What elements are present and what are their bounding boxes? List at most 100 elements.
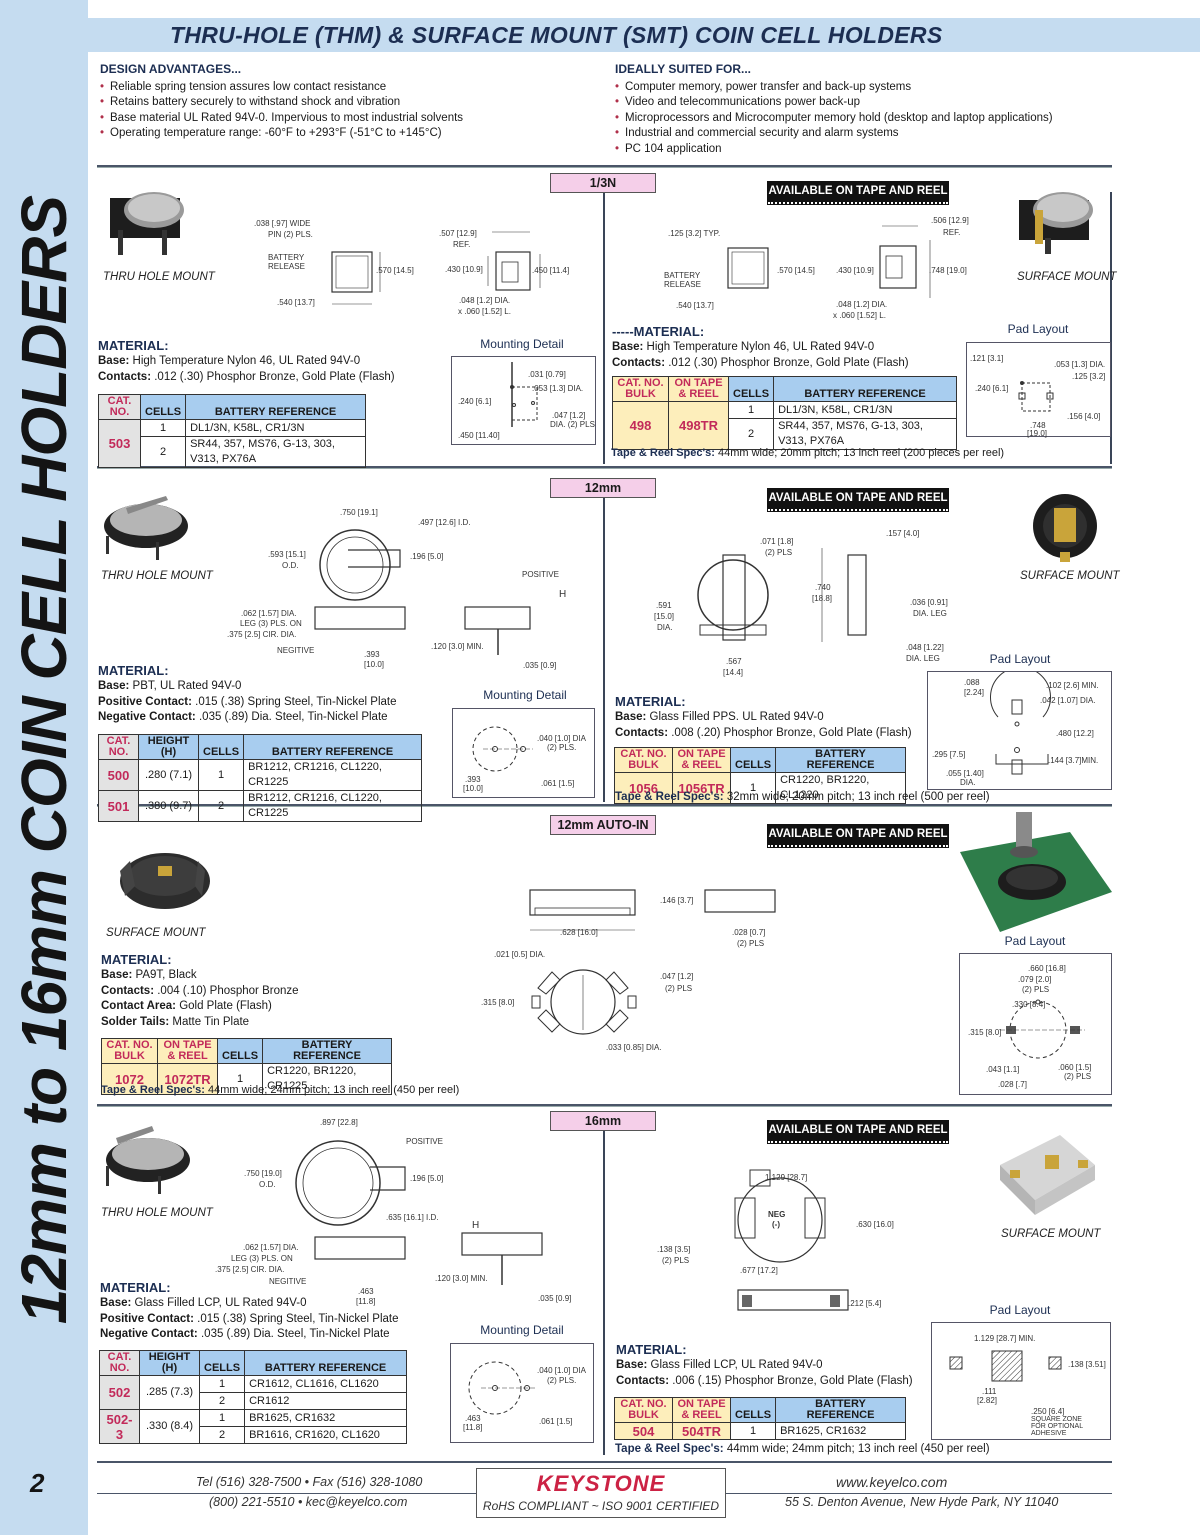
tape-spec-value: 44mm wide; 24mm pitch; 13 inch reel (450…: [207, 1084, 460, 1096]
header-height: HEIGHT (H): [138, 734, 199, 760]
cat-number-bulk: 1056: [614, 772, 673, 804]
solder-tails-value: Matte Tin Plate: [172, 1016, 250, 1029]
dim-label: .677 [17.2]: [740, 1266, 778, 1275]
dim-label: .053 [1.3] DIA.: [1054, 360, 1106, 369]
pad-drawing: [1000, 999, 1085, 1059]
contacts-value: .008 (.20) Phosphor Bronze, Gold Plate (…: [671, 726, 912, 739]
mounting-detail-title: Mounting Detail: [483, 688, 567, 702]
header-cat-no-bulk: CAT. NO. BULK: [612, 376, 669, 402]
dim-label: .120 [3.0] MIN.: [431, 642, 484, 651]
title-banner: [88, 18, 1200, 52]
dim-label: .055 [1.40]: [946, 769, 984, 778]
header-cat-no: CAT. NO.: [99, 1350, 140, 1376]
battery-ref: BR1212, CR1216, CL1220, CR1225: [243, 790, 422, 822]
dim-label: H: [472, 1220, 480, 1231]
dim-label: (2) PLS: [1064, 1072, 1092, 1081]
dim-label: DIA. LEG: [906, 654, 940, 663]
dim-label: .061 [1.5]: [539, 1417, 573, 1426]
ideally-suited-heading: IDEALLY SUITED FOR...: [615, 62, 752, 76]
cells-value: 2: [727, 418, 775, 450]
dim-label: NEGITIVE: [269, 1277, 307, 1286]
positive-contact-value: .015 (.38) Spring Steel, Tin-Nickel Plat…: [197, 1312, 399, 1325]
dim-label: .463: [358, 1287, 374, 1296]
header-cat-no: CAT. NO.: [98, 394, 141, 420]
pad-layout-title: Pad Layout: [989, 1303, 1051, 1317]
height-value: .380 (9.7): [138, 790, 199, 822]
dim-label: .507 [12.9]: [439, 229, 477, 238]
dim-label: .570 [14.5]: [376, 266, 414, 275]
column-divider: [603, 1130, 605, 1455]
dim-label: .138 [3.5]: [657, 1245, 691, 1254]
base-value: Glass Filled LCP, UL Rated 94V-0: [134, 1296, 307, 1309]
dim-label: .028 [.7]: [998, 1080, 1027, 1089]
dim-label: .047 [1.2]: [552, 411, 586, 420]
dim-label: [10.0]: [463, 784, 484, 793]
dim-label: [2.24]: [964, 688, 985, 697]
contacts-label: Contacts:: [616, 1374, 670, 1387]
keystone-logo: KEYSTONE: [536, 1471, 666, 1496]
application-item: Microprocessors and Microcomputer memory…: [615, 111, 1053, 127]
battery-ref: BR1625, CR1632: [775, 1422, 906, 1440]
dim-label: .540 [13.7]: [676, 301, 714, 310]
pad-layout-box: .660 [16.8] .079 [2.0] (2) PLS .330 [8.4…: [959, 953, 1112, 1095]
header-battery-ref: BATTERY REFERENCE: [185, 394, 366, 420]
negative-contact-label: Negative Contact:: [98, 711, 196, 724]
product-photo-1056: [1033, 494, 1097, 562]
cat-number-reel: 1056TR: [672, 772, 731, 804]
column-divider: [603, 498, 605, 802]
cells-value: 2: [198, 1392, 246, 1410]
section-divider: [97, 804, 1112, 807]
website-link[interactable]: www.keyelco.com: [836, 1474, 948, 1490]
footer-phone-email: (800) 221-5510 • kec@keyelco.com: [209, 1495, 408, 1509]
dim-label: .125 [3.2] TYP.: [668, 229, 721, 238]
advantage-item: Operating temperature range: -60°F to +2…: [100, 126, 463, 142]
dim-label: .295 [7.5]: [932, 750, 966, 759]
section-divider: [97, 466, 1112, 469]
drawing-1056: [697, 548, 867, 642]
battery-ref: CR1612: [244, 1392, 407, 1410]
dim-label: 1.129 [28.7]: [765, 1173, 808, 1182]
cells-value: 1: [729, 1422, 777, 1440]
dim-label: NEG: [768, 1210, 786, 1219]
contacts-value: .012 (.30) Phosphor Bronze, Gold Plate (…: [154, 370, 395, 383]
header-height: HEIGHT (H): [139, 1350, 200, 1376]
dim-label: PIN (2) PLS.: [268, 230, 313, 239]
dim-label: .750 [19.1]: [340, 508, 378, 517]
application-item: Computer memory, power transfer and back…: [615, 80, 1053, 96]
right-border: [1110, 192, 1112, 464]
size-tag-12mm-auto-in: 12mm AUTO-IN: [550, 815, 656, 835]
dim-label: REF.: [453, 240, 471, 249]
footer-divider: [97, 1461, 1112, 1463]
dim-label: .593 [15.1]: [268, 550, 306, 559]
header-battery-ref: BATTERY REFERENCE: [243, 734, 422, 760]
pad-drawing: [990, 666, 1051, 775]
tape-reel-badge: AVAILABLE ON TAPE AND REEL: [767, 824, 949, 848]
battery-ref: BR1616, CR1620, CL1620: [244, 1426, 407, 1444]
dim-label: O.D.: [282, 561, 299, 570]
dim-label: .393: [465, 775, 481, 784]
dim-label: .053 [1.3] DIA.: [532, 384, 584, 393]
material-503: MATERIAL: Base: High Temperature Nylon 4…: [98, 338, 395, 385]
product-photo-1072: [120, 853, 210, 909]
battery-ref: DL1/3N, K58L, CR1/3N: [773, 401, 957, 419]
dim-label: .748 [19.0]: [929, 266, 967, 275]
dim-label: .111: [982, 1387, 997, 1396]
tape-spec-1072: Tape & Reel Spec's: 44mm wide; 24mm pitc…: [101, 1084, 459, 1096]
dim-label: RELEASE: [664, 280, 701, 289]
battery-ref: DL1/3N, K58L, CR1/3N: [185, 419, 366, 437]
dim-label: FOR OPTIONAL: [1031, 1423, 1084, 1430]
dim-label: x .060 [1.52] L.: [833, 311, 886, 320]
material-498: -----MATERIAL: Base: High Temperature Ny…: [612, 324, 909, 371]
dim-label: .036 [0.91]: [910, 598, 948, 607]
mounting-detail-title: Mounting Detail: [480, 1323, 564, 1337]
dim-label: .048 [1.2] DIA.: [459, 296, 511, 305]
dim-label: DIA.: [657, 623, 673, 632]
material-500: MATERIAL: Base: PBT, UL Rated 94V-0 Posi…: [98, 663, 397, 726]
